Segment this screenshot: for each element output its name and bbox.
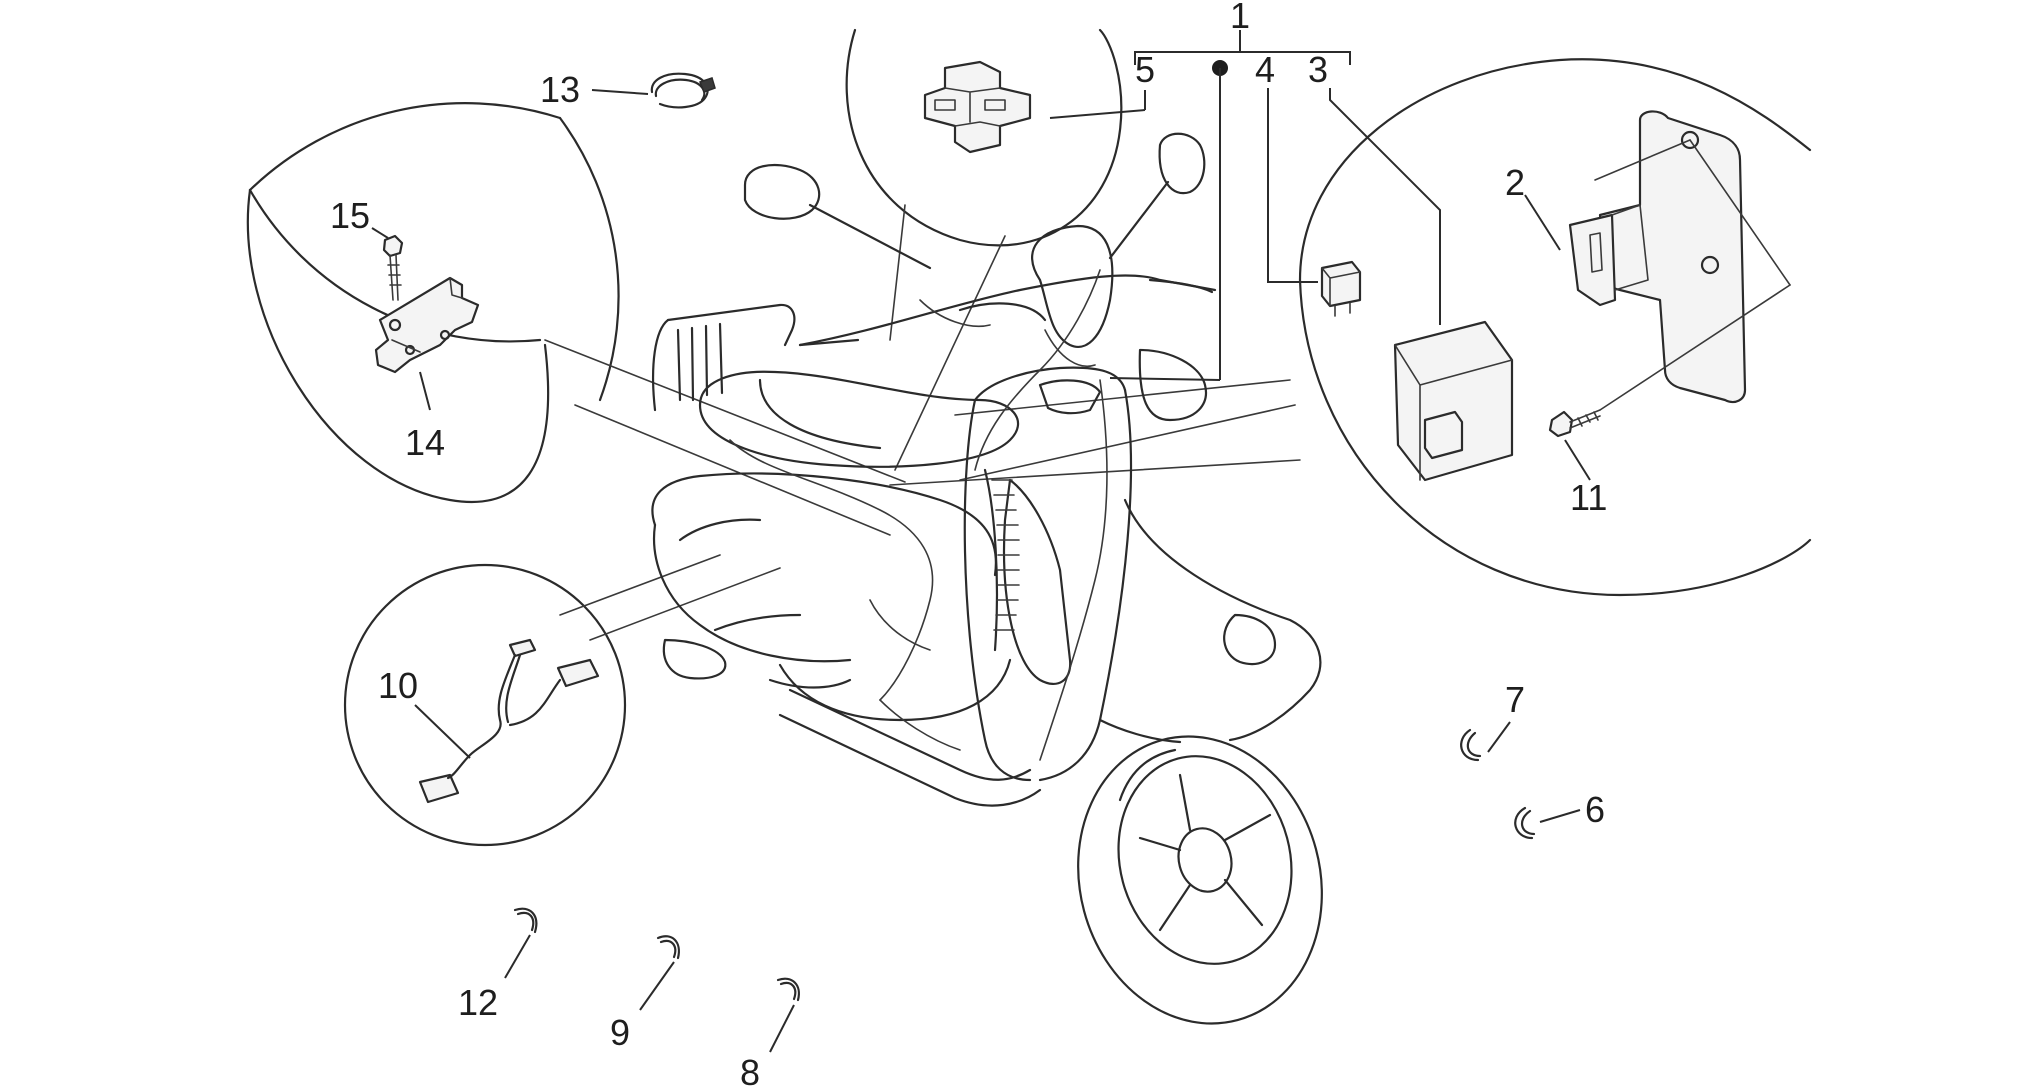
callout-7: 7 [1505, 679, 1525, 720]
callout-1: 1 [1230, 0, 1250, 36]
cone-lines [544, 204, 1301, 641]
callout-9: 9 [610, 1012, 630, 1053]
part-7-clip [1460, 721, 1511, 762]
part-14-bracket [374, 276, 480, 411]
detail-circle-bottom-left [343, 563, 627, 847]
part-6-clip [1514, 806, 1581, 840]
part-11-screw [1548, 409, 1601, 481]
part-13-cable-tie [591, 72, 716, 109]
part-10-harness [414, 638, 600, 804]
callout-6: 6 [1585, 789, 1605, 830]
callout-3: 3 [1308, 49, 1328, 90]
callout-labels: 1 2 3 4 5 6 7 8 9 10 11 12 13 14 15 [330, 0, 1607, 1092]
part-2-bracket [1524, 110, 1791, 411]
callout-15: 15 [330, 195, 370, 236]
detail-circle-right [1298, 58, 1812, 597]
part-15-screw [371, 227, 404, 301]
callout-10: 10 [378, 665, 418, 706]
part-8-clip [769, 977, 800, 1053]
callout-4: 4 [1255, 49, 1275, 90]
callout-13: 13 [540, 69, 580, 110]
callout-8: 8 [740, 1052, 760, 1092]
callout-12: 12 [458, 982, 498, 1023]
part-5-relay [923, 60, 1146, 154]
part-4-fuse [1267, 88, 1362, 317]
callout-2: 2 [1505, 162, 1525, 203]
scooter-outline [651, 132, 1323, 1025]
part-12-clip [504, 907, 538, 979]
callout-5: 5 [1135, 49, 1155, 90]
detail-circle-left [246, 102, 620, 504]
callout-14: 14 [405, 422, 445, 463]
part-3-control-unit [1329, 88, 1514, 482]
part-1-bracket [1109, 30, 1351, 381]
detail-circle-top [845, 28, 1123, 247]
callout-11: 11 [1570, 477, 1607, 518]
part-9-clip [639, 935, 680, 1011]
